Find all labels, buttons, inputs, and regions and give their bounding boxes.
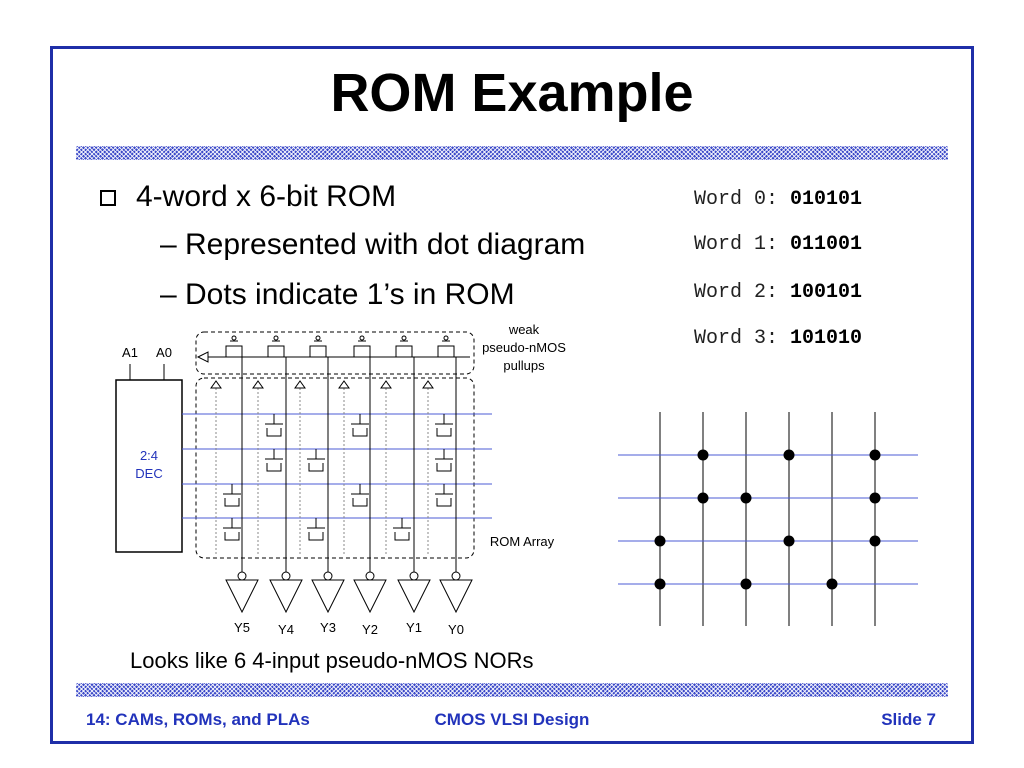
output-label-0: Y5 xyxy=(234,620,250,635)
bitline-arrow-2 xyxy=(294,380,306,389)
word-3-label: Word 3: xyxy=(694,327,779,350)
output-label-2: Y3 xyxy=(320,620,336,635)
pulldown-w3-b0 xyxy=(223,518,241,541)
pulldown-w0-b1 xyxy=(265,414,283,437)
output-label-4: Y1 xyxy=(406,620,422,635)
pullup-gate-5 xyxy=(443,335,449,341)
bitline-arrow-5 xyxy=(422,380,434,389)
output-label-5: Y0 xyxy=(448,622,464,637)
pullup-label-3: pullups xyxy=(503,358,545,373)
word-1-bits: 011001 xyxy=(790,233,863,256)
pullup-gate-1 xyxy=(273,335,279,341)
bullet-main: 4-word x 6-bit ROM xyxy=(100,180,396,214)
pullup-box xyxy=(195,331,475,375)
pulldown-w1-b2 xyxy=(307,449,325,472)
pullup-gate-3 xyxy=(359,335,365,341)
pulldown-w0-b3 xyxy=(351,414,369,437)
bullet-main-text: 4-word x 6-bit ROM xyxy=(136,180,397,213)
dot-w0-b1 xyxy=(697,449,709,461)
pulldown-w3-b2 xyxy=(307,518,325,541)
pulldown-w1-b5 xyxy=(435,449,453,472)
inverter-1 xyxy=(269,579,303,614)
pullup-gate-4 xyxy=(401,335,407,341)
output-label-3: Y2 xyxy=(362,622,378,637)
word-1: Word 1: 011001 xyxy=(694,233,862,256)
word-3: Word 3: 101010 xyxy=(694,327,862,350)
bullet-sub-2: – Dots indicate 1’s in ROM xyxy=(160,278,515,311)
dot-w2-b3 xyxy=(783,535,795,547)
dot-w0-b5 xyxy=(869,449,881,461)
bitline-arrow-0 xyxy=(210,380,222,389)
footer-left: 14: CAMs, ROMs, and PLAs xyxy=(86,710,310,729)
inverter-3 xyxy=(353,579,387,614)
word-0: Word 0: 010101 xyxy=(694,188,862,211)
bullet-sub-1: – Represented with dot diagram xyxy=(160,228,586,261)
dot-w3-b0 xyxy=(654,578,666,590)
pullup-gate-0 xyxy=(231,335,237,341)
pulldown-w1-b1 xyxy=(265,449,283,472)
word-2-bits: 100101 xyxy=(790,281,863,304)
dot-w3-b4 xyxy=(826,578,838,590)
inverter-5 xyxy=(439,579,473,614)
footer-right: Slide 7 xyxy=(881,710,936,729)
decoder-label-1: 2:4 xyxy=(140,448,158,463)
bitline-arrow-4 xyxy=(380,380,392,389)
word-3-bits: 101010 xyxy=(790,327,863,350)
pulldown-w2-b0 xyxy=(223,484,241,507)
checkbox-bullet-icon xyxy=(100,190,116,206)
pulldown-w3-b4 xyxy=(393,518,411,541)
word-2: Word 2: 100101 xyxy=(694,281,862,304)
decoder-block xyxy=(115,379,183,553)
rom-array-label: ROM Array xyxy=(490,534,555,549)
bitline-arrow-3 xyxy=(338,380,350,389)
bottom-divider xyxy=(76,683,948,697)
dot-w1-b1 xyxy=(697,492,709,504)
dot-w2-b0 xyxy=(654,535,666,547)
pulldown-w0-b5 xyxy=(435,414,453,437)
footer-center: CMOS VLSI Design xyxy=(434,710,590,729)
addr-a1-label: A1 xyxy=(122,345,138,360)
word-2-label: Word 2: xyxy=(694,281,779,304)
dot-w1-b5 xyxy=(869,492,881,504)
diagram-caption: Looks like 6 4-input pseudo-nMOS NORs xyxy=(130,648,534,673)
pulldown-w2-b5 xyxy=(435,484,453,507)
word-1-label: Word 1: xyxy=(694,233,779,256)
bitline-arrow-1 xyxy=(252,380,264,389)
slide-title: ROM Example xyxy=(330,63,694,123)
dot-w1-b2 xyxy=(740,492,752,504)
pullup-label-2: pseudo-nMOS xyxy=(482,340,566,355)
dot-w2-b5 xyxy=(869,535,881,547)
decoder-label-2: DEC xyxy=(135,466,162,481)
rom-array-box xyxy=(195,377,475,559)
inverter-2 xyxy=(311,579,345,614)
word-0-bits: 010101 xyxy=(790,188,863,211)
output-label-1: Y4 xyxy=(278,622,294,637)
inverter-4 xyxy=(397,579,431,614)
dot-w3-b2 xyxy=(740,578,752,590)
dot-w0-b3 xyxy=(783,449,795,461)
top-divider xyxy=(76,146,948,160)
slide-frame xyxy=(50,46,974,744)
pullup-gate-2 xyxy=(315,335,321,341)
inverter-0 xyxy=(225,579,259,614)
pulldown-w2-b3 xyxy=(351,484,369,507)
word-0-label: Word 0: xyxy=(694,188,779,211)
pullup-label-1: weak xyxy=(508,322,540,337)
addr-a0-label: A0 xyxy=(156,345,172,360)
